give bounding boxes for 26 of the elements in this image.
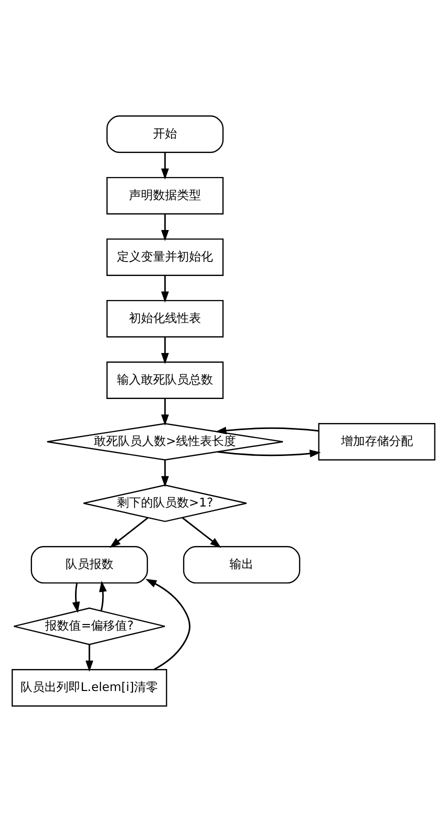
arrow [99,580,107,610]
node-box: 输入敢死队员总数 [106,360,224,398]
arrow [217,449,321,457]
arrow [145,578,190,670]
node-diamond: 剩下的队员数>1? [82,484,248,522]
node-diamond: 报数值=偏移值? [13,607,166,645]
arrow [161,459,169,487]
node-box: 队员报数 [30,546,148,584]
arrow [161,213,169,241]
arrow [215,426,319,434]
node-box: 队员出列即L.elem[i]清零 [12,668,168,706]
node-box: 声明数据类型 [106,176,224,214]
arrow [85,644,94,672]
node-box: 增加存储分配 [318,422,436,460]
arrow [161,398,169,426]
arrow [110,516,148,548]
arrow [161,152,169,180]
node-box: 输出 [183,546,300,584]
arrow [182,516,222,548]
node-box: 初始化线性表 [106,299,224,337]
node-box: 开始 [106,114,224,152]
arrow [72,582,80,612]
node-diamond: 敢死队员人数>线性表长度 [46,422,284,460]
node-box: 定义变量并初始化 [106,238,224,276]
arrow [161,274,169,302]
arrow [161,336,169,364]
